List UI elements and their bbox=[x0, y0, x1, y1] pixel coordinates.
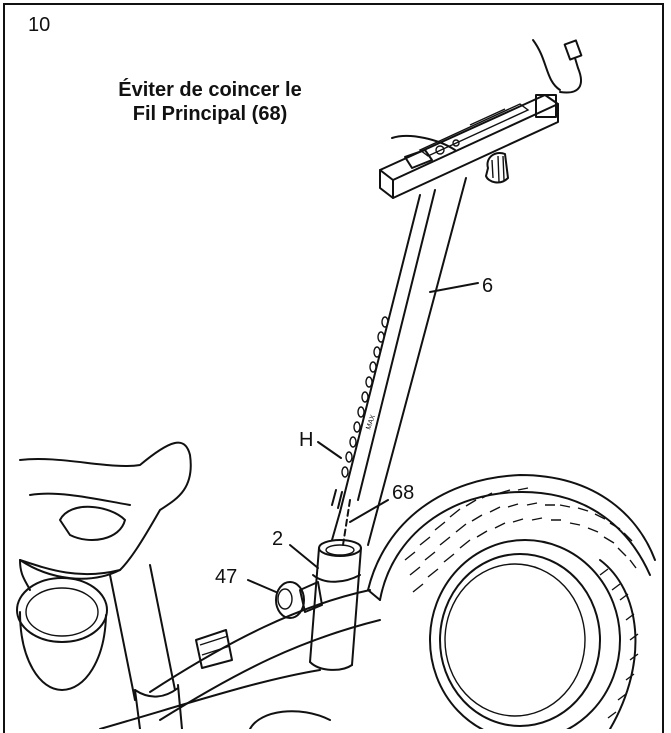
seat-post-knob bbox=[195, 629, 233, 669]
lower-housing bbox=[249, 710, 331, 729]
warning-caption: Éviter de coincer le Fil Principal (68) bbox=[60, 78, 360, 126]
main-wire-dashed bbox=[342, 499, 351, 546]
callout-2: 2 bbox=[272, 528, 283, 550]
seat bbox=[19, 441, 192, 580]
brand-mark: MAX bbox=[365, 414, 377, 431]
knob-47 bbox=[275, 581, 323, 619]
shroud-vent-pattern bbox=[404, 487, 637, 593]
post-adjustment-holes bbox=[341, 316, 389, 478]
caption-line-1: Éviter de coincer le bbox=[118, 79, 302, 101]
flywheel-shroud bbox=[367, 474, 656, 601]
seat-post bbox=[109, 564, 183, 729]
flywheel-disc bbox=[429, 539, 639, 729]
callout-6: 6 bbox=[482, 275, 493, 297]
adjustment-knob-top bbox=[485, 152, 509, 184]
callout-68: 68 bbox=[392, 482, 414, 504]
disc-vent-pattern bbox=[599, 568, 639, 719]
callout-47: 47 bbox=[215, 566, 237, 588]
handlebar-upper-bar bbox=[379, 94, 559, 199]
bottle-holder bbox=[16, 559, 108, 691]
handlebar-post: MAX bbox=[331, 177, 467, 546]
main-wire-top bbox=[532, 39, 583, 94]
main-frame bbox=[99, 589, 381, 729]
step-number: 10 bbox=[28, 14, 51, 36]
callout-h: H bbox=[299, 429, 313, 451]
callout-leaders bbox=[247, 282, 479, 593]
caption-line-2: Fil Principal (68) bbox=[132, 103, 288, 125]
